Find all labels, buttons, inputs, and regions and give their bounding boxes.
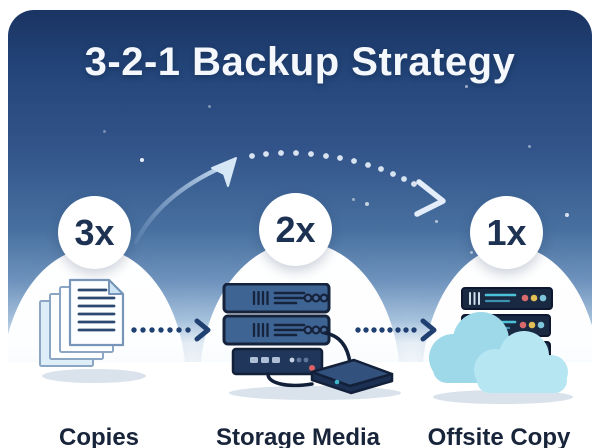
star-dot <box>278 70 281 73</box>
star-dot <box>528 145 531 148</box>
badge-2x: 2x <box>259 193 332 266</box>
star-dot <box>565 213 569 217</box>
badge-1x-text: 1x <box>486 211 527 253</box>
backup-strategy-card: 3-2-1 Backup Strategy 3x 2x 1x <box>8 10 592 448</box>
star-dot <box>470 251 473 254</box>
badge-3x: 3x <box>58 196 131 269</box>
label-offsite-copy: Offsite Copy <box>427 424 571 448</box>
star-dot <box>103 130 106 133</box>
arc-dotted-segment <box>249 150 417 187</box>
star-dot <box>352 198 355 201</box>
star-dot <box>365 202 369 206</box>
page-title: 3-2-1 Backup Strategy <box>84 40 516 84</box>
badge-1x: 1x <box>470 196 543 269</box>
star-dot <box>465 85 468 88</box>
label-copies: Copies <box>58 424 140 448</box>
arc-dotted-arrowhead-icon <box>414 179 446 217</box>
star-dot <box>500 80 503 83</box>
star-dot <box>435 220 438 223</box>
documents-icon <box>36 272 146 384</box>
arc-solid-segment <box>133 164 225 245</box>
star-dot <box>140 158 144 162</box>
badge-3x-text: 3x <box>74 211 115 253</box>
badge-2x-text: 2x <box>275 208 316 250</box>
cloud-server-icon <box>425 283 585 408</box>
label-storage-media: Storage Media <box>215 424 381 448</box>
server-stack-icon <box>220 282 405 400</box>
star-dot <box>208 105 211 108</box>
arc-arrowhead-icon <box>211 157 237 187</box>
